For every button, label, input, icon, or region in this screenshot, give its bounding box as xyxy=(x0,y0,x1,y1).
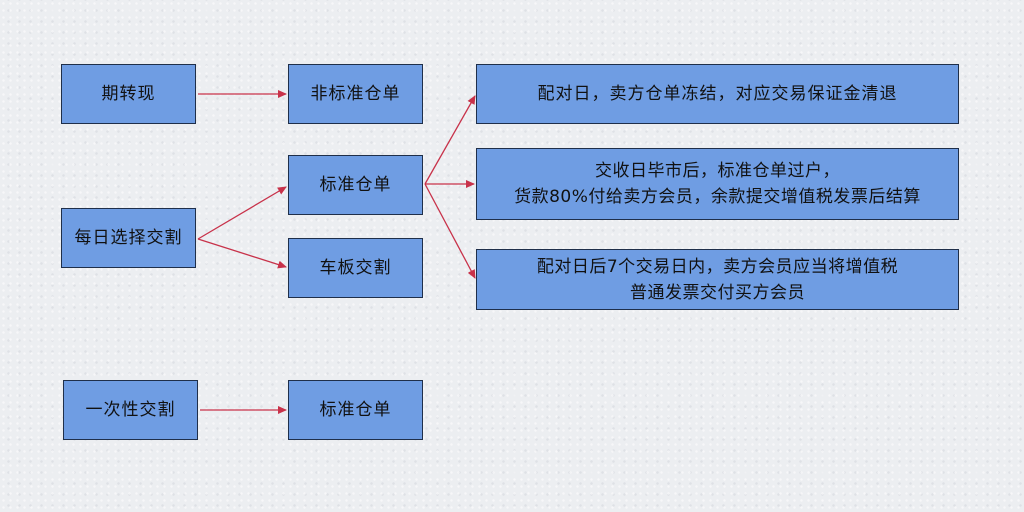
node-jiaoshou-settlement: 交收日毕市后，标准仓单过户， 货款80%付给卖方会员，余款提交增值税发票后结算 xyxy=(476,148,959,220)
node-yicixing-jiaoge: 一次性交割 xyxy=(63,380,198,440)
arrow-meiri-to-cheban xyxy=(197,238,287,269)
node-feibiaozhun-cangdan-label: 非标准仓单 xyxy=(310,84,401,104)
node-peiduiri-invoice-line-2: 普通发票交付买方会员 xyxy=(629,282,805,303)
node-biaozhun-cangdan-2: 标准仓单 xyxy=(288,380,423,440)
node-cheban-jiaoge: 车板交割 xyxy=(288,238,423,298)
node-jiaoshou-line-2: 货款80%付给卖方会员，余款提交增值税发票后结算 xyxy=(514,187,921,207)
node-cheban-jiaoge-label: 车板交割 xyxy=(319,258,392,278)
node-peiduiri-invoice-line-1: 配对日后7个交易日内，卖方会员应当将增值税 xyxy=(536,256,899,277)
node-qizhuanxian-label: 期转现 xyxy=(101,84,156,104)
node-biaozhun-cangdan: 标准仓单 xyxy=(288,155,423,215)
node-biaozhun-cangdan-2-label: 标准仓单 xyxy=(319,400,392,420)
node-peiduiri-freeze-label: 配对日，卖方仓单冻结，对应交易保证金清退 xyxy=(537,84,898,104)
node-jiaoshou-line-1: 交收日毕市后，标准仓单过户， xyxy=(594,161,840,181)
node-meiri-xuanze-jiaoge-label: 每日选择交割 xyxy=(74,228,183,248)
arrow-biaozhun-to-peiduiri7 xyxy=(424,183,476,279)
node-meiri-xuanze-jiaoge: 每日选择交割 xyxy=(61,208,196,268)
node-peiduiri-invoice: 配对日后7个交易日内，卖方会员应当将增值税 普通发票交付买方会员 xyxy=(476,249,959,310)
node-peiduiri-freeze: 配对日，卖方仓单冻结，对应交易保证金清退 xyxy=(476,64,959,124)
node-feibiaozhun-cangdan: 非标准仓单 xyxy=(288,64,423,124)
node-yicixing-jiaoge-label: 一次性交割 xyxy=(85,400,176,420)
arrow-biaozhun-to-peiduiri xyxy=(424,95,476,185)
arrow-meiri-to-biaozhun xyxy=(197,186,287,240)
node-qizhuanxian: 期转现 xyxy=(61,64,196,124)
node-biaozhun-cangdan-label: 标准仓单 xyxy=(319,175,392,195)
